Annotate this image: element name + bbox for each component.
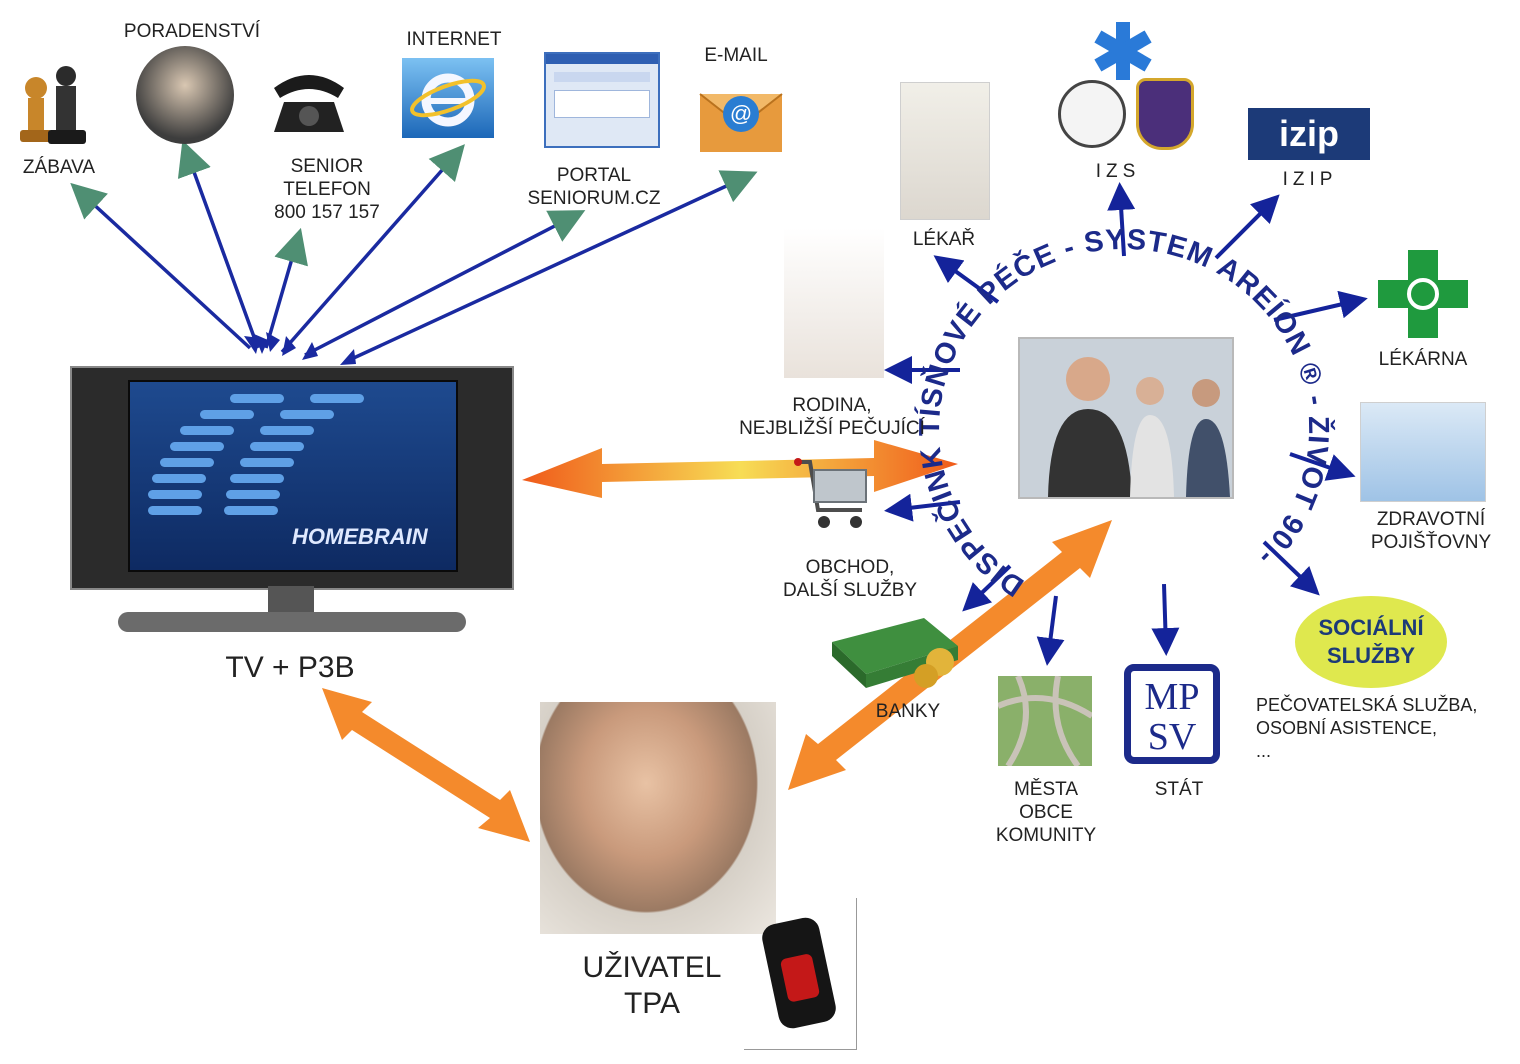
top-service-arrows [70, 140, 758, 365]
star-of-life-icon [1090, 18, 1156, 84]
label-senior-telefon-line2: TELEFON [283, 179, 371, 200]
label-socialni-text-line2: OSOBNÍ ASISTENCE, [1256, 718, 1438, 738]
label-uzivatel: UŽIVATEL [582, 951, 722, 984]
arrow-to-lekar [933, 255, 1000, 304]
label-tpa: TPA [623, 987, 681, 1020]
tv-stand [118, 612, 466, 632]
label-senior-telefon-number: 800 157 157 [274, 202, 380, 223]
arrow-poradenstvi-tv [177, 140, 260, 349]
arrow-to-obchod [884, 493, 961, 522]
ring-arrows [884, 182, 1368, 666]
portal-screenshot-icon [544, 52, 660, 148]
arrow-to-lekarna [1273, 290, 1368, 322]
label-portal: PORTAL SENIORUM.CZ [512, 164, 676, 210]
family-photo [784, 228, 884, 378]
label-mesta-line2: OBCE [1019, 802, 1073, 823]
arrow-to-stat [1151, 583, 1180, 656]
label-senior-telefon: SENIOR TELEFON 800 157 157 [252, 155, 402, 224]
phone-icon [268, 66, 350, 138]
svg-text:@: @ [730, 101, 752, 126]
arrow-to-izip [1214, 194, 1280, 260]
label-obchod-line2: DALŠÍ SLUŽBY [782, 580, 918, 601]
tv-brand-text: HOMEBRAIN [292, 524, 428, 549]
label-zdravotni-line1: ZDRAVOTNÍ [1376, 509, 1486, 530]
label-izs: IZS [1095, 161, 1141, 182]
socialni-sluzby-logo: SOCIÁLNÍ SLUŽBY [1295, 596, 1447, 688]
socialni-logo-line1: SOCIÁLNÍ [1318, 615, 1424, 640]
label-obchod-line1: OBCHOD, [805, 557, 895, 578]
arrow-to-banky [962, 564, 1012, 612]
frame-line-horizontal [744, 1049, 857, 1050]
arrow-to-socialni [1262, 540, 1320, 596]
label-obchod: OBCHOD, DALŠÍ SLUŽBY [770, 556, 930, 602]
label-socialni-text-line1: PEČOVATELSKÁ SLUŽBA, [1256, 695, 1478, 715]
pharmacy-cross-icon [1374, 246, 1472, 342]
label-lekar: LÉKAŘ [912, 229, 976, 250]
label-tv-p3b: TV + P3B [225, 651, 355, 684]
label-senior-telefon-line1: SENIOR [290, 156, 364, 177]
label-lekarna: LÉKÁRNA [1378, 349, 1468, 370]
mpsv-logo: MP SV [1124, 664, 1220, 764]
advisor-photo-icon [136, 46, 234, 144]
label-internet: INTERNET [406, 29, 502, 50]
tv-screen: HOMEBRAIN [128, 380, 458, 572]
fire-rescue-badge-icon [1136, 78, 1194, 150]
police-badge-icon [1058, 80, 1126, 148]
arrow-tv-user [322, 688, 530, 842]
arrow-telefon-tv [264, 227, 308, 349]
label-stat: STÁT [1154, 779, 1204, 800]
arrow-to-mesta [1036, 595, 1065, 666]
label-zdravotni: ZDRAVOTNÍ POJIŠŤOVNY [1356, 508, 1506, 554]
label-rodina: RODINA, NEJBLIŽŠÍ PEČUJÍCÍ [726, 394, 938, 440]
label-poradenstvi: PORADENSTVÍ [123, 21, 261, 42]
label-email: E-MAIL [704, 45, 768, 66]
arrow-zabava-tv [70, 182, 252, 350]
chess-icon [14, 62, 90, 148]
socialni-logo-line2: SLUŽBY [1327, 643, 1415, 668]
label-portal-line1: PORTAL [556, 165, 632, 186]
frame-line-vertical [856, 898, 857, 1050]
dispatch-center-photo [1018, 337, 1234, 499]
label-socialni-text: PEČOVATELSKÁ SLUŽBA, OSOBNÍ ASISTENCE, .… [1256, 694, 1518, 763]
label-zdravotni-line2: POJIŠŤOVNY [1370, 532, 1492, 553]
label-mesta: MĚSTA OBCE KOMUNITY [986, 778, 1106, 847]
doctor-photo [900, 82, 990, 220]
izip-logo: izip [1248, 108, 1370, 160]
arrow-email-tv [344, 170, 758, 364]
label-portal-line2: SENIORUM.CZ [527, 188, 661, 209]
health-insurance-photo [1360, 402, 1486, 502]
arrow-to-zdravotni [1289, 452, 1356, 481]
arrow-to-izs [1107, 182, 1136, 257]
label-socialni-text-line3: ... [1256, 741, 1272, 761]
label-rodina-line1: RODINA, [792, 395, 872, 416]
email-envelope-icon: @ [696, 74, 786, 156]
internet-explorer-icon [402, 58, 494, 138]
label-uzivatel-tpa: UŽIVATEL TPA [548, 950, 756, 1022]
arrow-portal-tv [304, 210, 586, 357]
tv-device: HOMEBRAIN [70, 366, 514, 590]
arrow-tv-center [522, 440, 958, 498]
tv-neck [268, 586, 314, 616]
mpsv-logo-line2: SV [1147, 716, 1197, 758]
user-photo [540, 702, 776, 934]
label-mesta-line3: KOMUNITY [995, 825, 1097, 846]
label-zabava: ZÁBAVA [22, 157, 96, 178]
label-mesta-line1: MĚSTA [1013, 779, 1079, 800]
mpsv-logo-line1: MP [1144, 676, 1200, 718]
town-map-icon [996, 674, 1094, 768]
shopping-cart-icon [794, 454, 872, 534]
label-rodina-line2: NEJBLIŽŠÍ PEČUJÍCÍ [739, 418, 925, 439]
arrow-internet-tv [280, 144, 465, 354]
money-stack-icon [828, 612, 968, 692]
label-banky: BANKY [875, 701, 941, 722]
label-izip: IZIP [1282, 169, 1338, 190]
